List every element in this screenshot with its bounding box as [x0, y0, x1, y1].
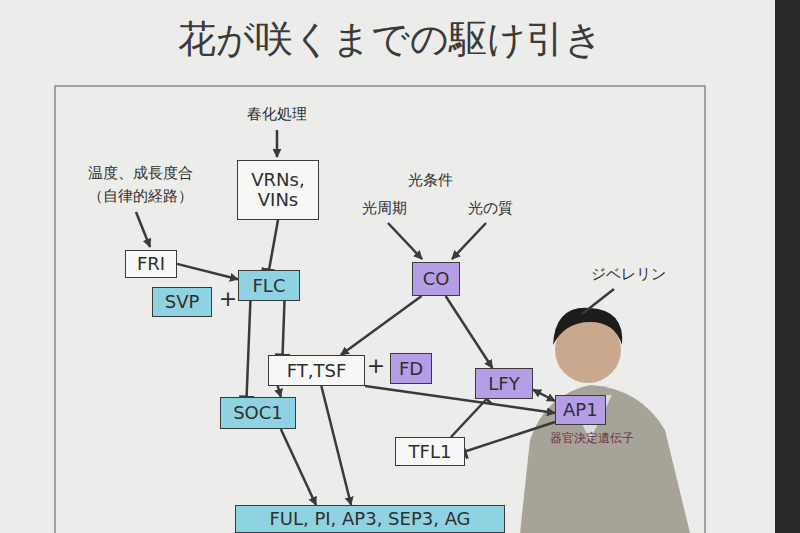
gene-name: SOC1	[233, 403, 283, 423]
activation-connector	[177, 264, 238, 279]
signal-label: 光条件	[408, 172, 453, 189]
signal-arrow	[452, 223, 486, 259]
dark-edge	[775, 0, 800, 533]
signal-label: 器官決定遺伝子	[550, 432, 634, 446]
activation-connector	[341, 296, 422, 355]
gene-box: TFL1	[395, 437, 465, 466]
gene-name: FUL, PI, AP3, SEP3, AG	[269, 509, 470, 529]
signal-arrow	[136, 212, 150, 247]
signal-label: 光の質	[468, 200, 513, 217]
gene-box: FD	[390, 353, 432, 384]
activation-connector	[278, 386, 281, 397]
gene-box: FUL, PI, AP3, SEP3, AG	[235, 505, 505, 533]
activation-connector	[533, 390, 555, 401]
gene-name: SVP	[165, 292, 200, 312]
presenter-hair	[553, 308, 622, 345]
plus-sign: +	[367, 353, 385, 378]
activation-connector	[321, 386, 351, 505]
gene-box: AP1	[555, 395, 606, 425]
gene-name: TFL1	[409, 442, 452, 462]
slide-title: 花が咲くまでの駆け引き	[0, 14, 780, 65]
gene-box: LFY	[475, 368, 533, 399]
signal-label: （自律的経路）	[88, 188, 193, 205]
inhibition-connector	[465, 422, 555, 452]
signal-arrow	[388, 223, 422, 259]
presenter	[520, 308, 690, 533]
signal-arrow	[276, 130, 279, 157]
signal-line	[582, 289, 614, 314]
inhibition-connector	[451, 399, 487, 437]
inhibition-connector	[269, 220, 278, 270]
activation-connector	[446, 296, 493, 368]
gene-name: FD	[399, 359, 423, 379]
inhibition-connector	[283, 301, 285, 355]
gene-name: FRI	[137, 254, 165, 274]
diagram-frame	[55, 86, 705, 533]
plus-sign: +	[219, 286, 237, 311]
gene-name: AP1	[563, 400, 598, 420]
signal-label: 温度、成長度合	[88, 165, 193, 182]
activation-connector	[281, 429, 316, 505]
gene-box: SVP	[152, 287, 212, 317]
gene-name: LFY	[488, 374, 519, 394]
signal-label: 春化処理	[247, 106, 307, 123]
gene-name: CO	[423, 269, 450, 289]
gene-box: CO	[412, 262, 460, 296]
gene-name: VRNs, VINs	[245, 170, 311, 210]
presenter-body	[520, 385, 690, 533]
gene-box: FT,TSF	[268, 355, 365, 386]
inhibition-connector	[247, 301, 251, 397]
gene-name: FLC	[253, 276, 286, 296]
gene-box: FLC	[238, 270, 300, 301]
gene-box: VRNs, VINs	[237, 160, 319, 220]
gene-box: FRI	[125, 250, 177, 278]
gene-box: SOC1	[220, 397, 296, 429]
signal-label: ジベレリン	[591, 266, 666, 283]
gene-name: FT,TSF	[287, 361, 347, 381]
screen	[0, 0, 775, 533]
signal-label: 光周期	[362, 200, 407, 217]
